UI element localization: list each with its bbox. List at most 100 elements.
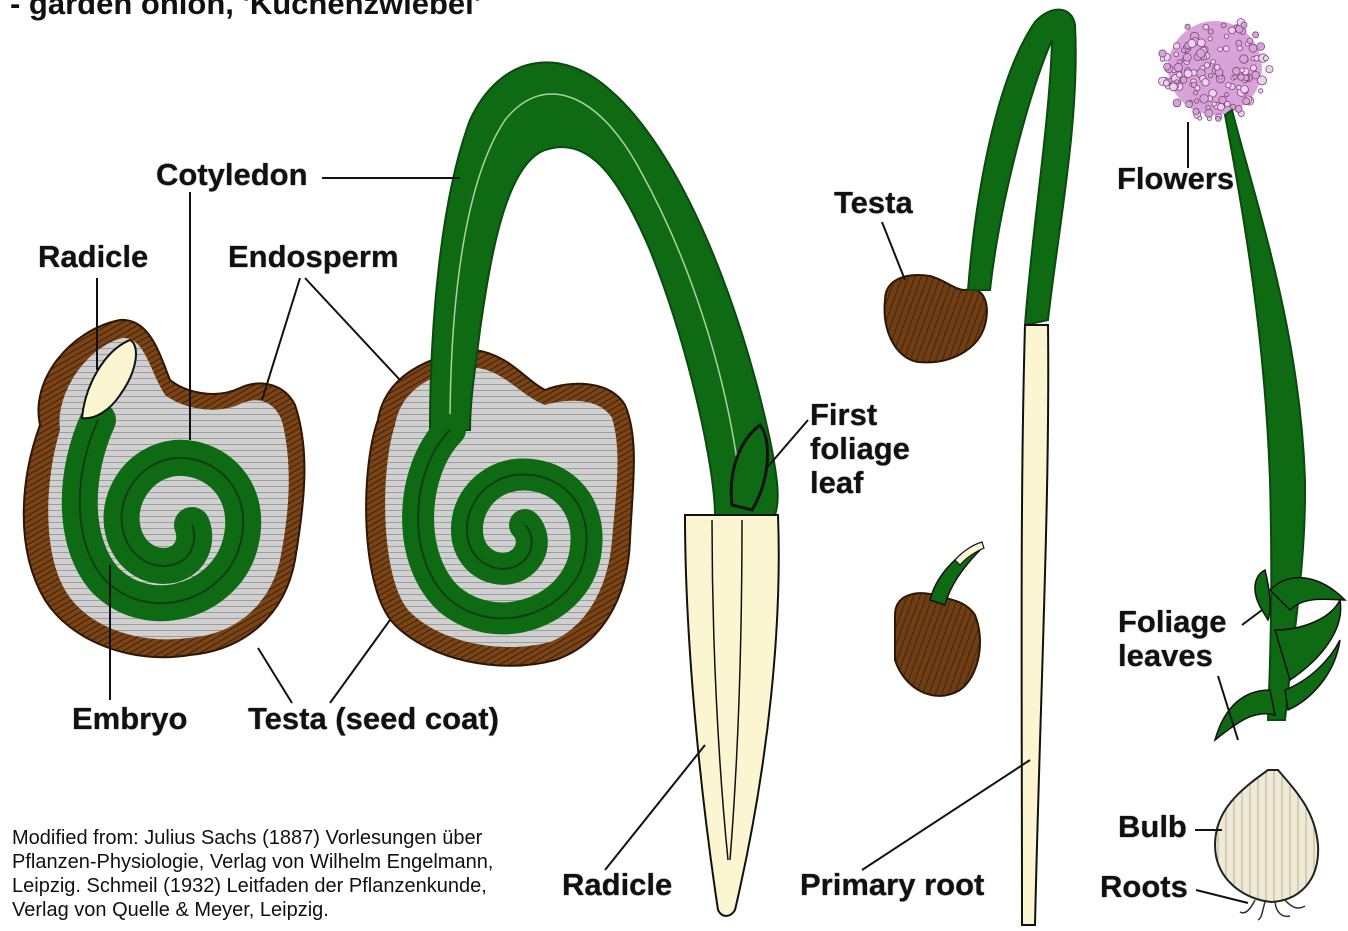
primary-root-long — [1022, 325, 1049, 925]
mature-onion — [1159, 19, 1346, 921]
flower-floret — [1197, 49, 1206, 58]
flower-floret — [1186, 101, 1193, 108]
radicle-center — [685, 515, 779, 916]
flower-floret — [1160, 57, 1164, 61]
flower-floret — [1258, 76, 1267, 85]
flower-floret — [1238, 74, 1244, 80]
label-radicle-bottom: Radicle — [562, 868, 672, 902]
flower-floret — [1212, 102, 1216, 106]
label-foliage-line1: Foliage — [1118, 605, 1227, 639]
flower-floret — [1180, 77, 1187, 84]
flower-floret — [1164, 63, 1171, 70]
label-primary-root: Primary root — [800, 868, 984, 902]
flower-floret — [1207, 117, 1211, 121]
credit-line-4: Verlag von Quelle & Meyer, Leipzig. — [12, 898, 572, 922]
flower-floret — [1257, 43, 1265, 51]
flower-floret — [1197, 39, 1205, 47]
label-cotyledon: Cotyledon — [156, 158, 308, 192]
onion-roots — [1240, 900, 1305, 920]
sprout-small — [930, 545, 982, 605]
flower-floret — [1208, 73, 1212, 77]
seedling-young — [885, 10, 1076, 925]
flower-floret — [1266, 66, 1273, 73]
flower-floret — [1224, 34, 1228, 38]
flower-floret — [1174, 43, 1180, 49]
flower-floret — [1247, 38, 1253, 44]
flower-floret — [1223, 46, 1229, 52]
seed-small-bottom — [895, 593, 980, 696]
label-first-line1: First — [810, 398, 910, 432]
leader-endosperm-2 — [305, 278, 400, 380]
flower-floret — [1183, 53, 1191, 61]
flower-floret — [1174, 63, 1182, 71]
leader-testa-1 — [258, 648, 292, 703]
flower-floret — [1193, 91, 1197, 95]
flower-floret — [1241, 85, 1249, 93]
flower-floret — [1235, 106, 1242, 113]
leader-endosperm-1 — [262, 278, 300, 400]
flower-floret — [1233, 67, 1241, 75]
flower-floret — [1253, 32, 1259, 38]
flower-floret — [1240, 68, 1245, 73]
flower-floret — [1176, 72, 1182, 78]
flower-floret — [1259, 89, 1263, 93]
flower-floret — [1175, 80, 1179, 84]
onion-bulb — [1215, 770, 1318, 902]
leader-testa-top — [882, 222, 905, 280]
flower-head — [1159, 19, 1274, 122]
label-flowers: Flowers — [1117, 162, 1234, 196]
label-foliage-line2: leaves — [1118, 639, 1227, 673]
label-embryo: Embryo — [72, 702, 187, 736]
flower-floret — [1250, 65, 1256, 71]
credit-line-3: Leipzig. Schmeil (1932) Leitfaden der Pf… — [12, 874, 572, 898]
label-testa-top: Testa — [834, 186, 913, 220]
flower-floret — [1184, 70, 1192, 78]
leader-testa-2 — [330, 620, 390, 703]
flower-floret — [1216, 116, 1221, 121]
flower-floret — [1263, 56, 1268, 61]
flower-floret — [1188, 39, 1196, 47]
flower-floret — [1159, 50, 1166, 57]
flower-floret — [1185, 24, 1190, 29]
credit-line-2: Pflanzen-Physiologie, Verlag von Wilhelm… — [12, 850, 572, 874]
label-first-foliage-leaf: First foliage leaf — [810, 398, 910, 500]
flower-floret — [1203, 24, 1208, 29]
flower-floret — [1249, 44, 1257, 52]
leader-primary-root — [862, 760, 1030, 870]
flower-floret — [1226, 83, 1231, 88]
flower-floret — [1173, 99, 1181, 107]
leader-foliage-1 — [1242, 610, 1262, 625]
seedling-germinating — [366, 62, 779, 916]
flower-floret — [1206, 105, 1211, 110]
seedling-leaf-long — [968, 10, 1076, 325]
flower-floret — [1194, 99, 1198, 103]
flower-floret — [1225, 92, 1229, 96]
flower-floret — [1221, 23, 1226, 28]
flower-floret — [1205, 109, 1213, 117]
flower-floret — [1170, 83, 1178, 91]
flower-floret — [1208, 37, 1212, 41]
flower-floret — [1202, 79, 1209, 86]
label-foliage-leaves: Foliage leaves — [1118, 605, 1227, 673]
label-roots: Roots — [1100, 870, 1188, 904]
flower-floret — [1198, 116, 1202, 120]
flower-floret — [1163, 80, 1169, 86]
flower-floret — [1211, 60, 1216, 65]
leader-radicle-bottom — [605, 745, 705, 870]
label-testa-seed-coat: Testa (seed coat) — [248, 702, 499, 736]
flower-floret — [1200, 95, 1209, 104]
flower-floret — [1237, 46, 1242, 51]
credit-text: Modified from: Julius Sachs (1887) Vorle… — [12, 826, 572, 922]
credit-line-1: Modified from: Julius Sachs (1887) Vorle… — [12, 826, 572, 850]
flower-floret — [1236, 40, 1242, 46]
flower-floret — [1240, 55, 1248, 63]
flower-floret — [1233, 75, 1237, 79]
label-first-line2: foliage — [810, 432, 910, 466]
flower-floret — [1193, 108, 1199, 114]
flower-floret — [1225, 101, 1231, 107]
flower-floret — [1218, 103, 1225, 110]
label-radicle-left: Radicle — [38, 240, 148, 274]
label-bulb: Bulb — [1118, 810, 1187, 844]
